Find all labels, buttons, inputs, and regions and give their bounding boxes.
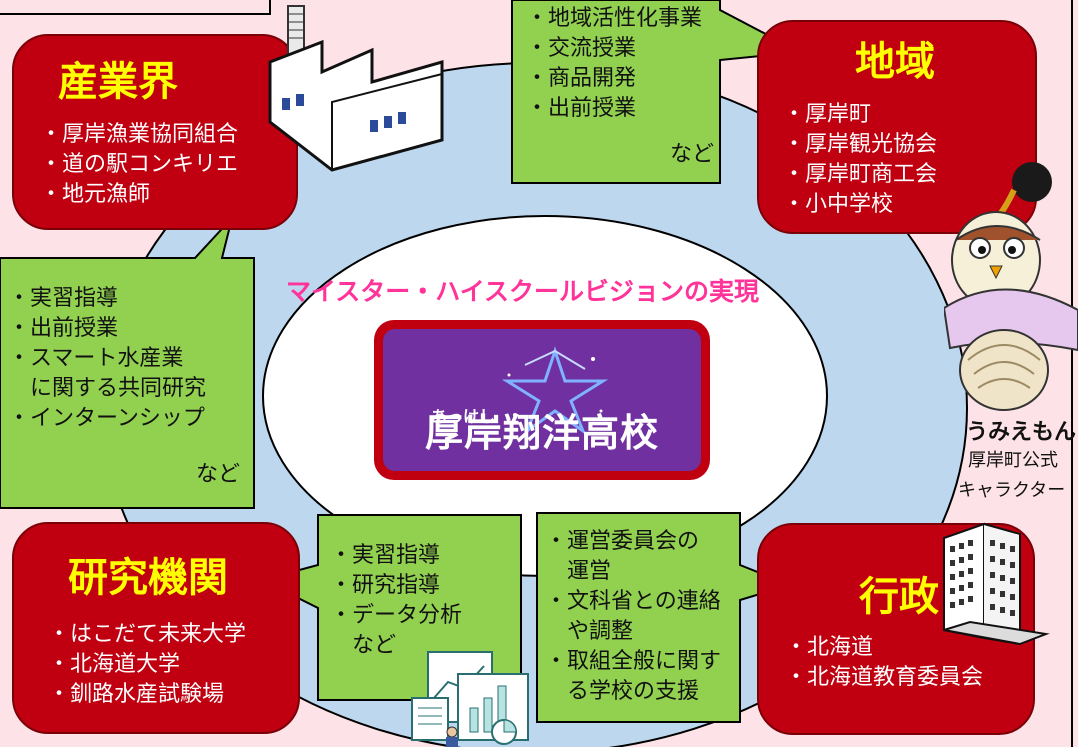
callout-research-item: ・研究指導 bbox=[330, 573, 441, 598]
industry-item: ・厚岸漁業協同組合 bbox=[40, 122, 239, 147]
vision-text: マイスター・ハイスクールビジョンの実現 bbox=[286, 277, 760, 306]
callout-region-etc: など bbox=[670, 142, 715, 167]
region-item: ・厚岸観光協会 bbox=[783, 132, 938, 157]
mascot-name: うみえもん bbox=[966, 420, 1077, 445]
callout-research: ・実習指導 ・研究指導 ・データ分析 など bbox=[318, 515, 521, 700]
callout-government-item: や調整 bbox=[545, 619, 634, 644]
research-item: ・北海道大学 bbox=[48, 652, 181, 677]
research-title: 研究機関 bbox=[68, 555, 228, 601]
region-item: ・厚岸町 bbox=[783, 102, 872, 127]
callout-industry-shape bbox=[0, 217, 255, 509]
school-box: あっけし 厚岸翔洋高校 bbox=[374, 320, 710, 480]
callout-industry-item: ・インターンシップ bbox=[8, 406, 205, 431]
research-item: ・はこだて未来大学 bbox=[48, 622, 247, 647]
government-title: 行政 bbox=[859, 574, 939, 620]
callout-government: ・運営委員会の 運営 ・文科省との連絡 や調整 ・取組全般に関す る学校の支援 bbox=[537, 513, 740, 722]
industry-item: ・地元漁師 bbox=[40, 182, 151, 207]
office-building-icon bbox=[943, 522, 1050, 646]
callout-research-item: ・実習指導 bbox=[330, 543, 441, 568]
callout-region-item: ・商品開発 bbox=[526, 66, 637, 91]
callout-research-item: ・データ分析 bbox=[330, 603, 463, 628]
callout-region-item: ・地域活性化事業 bbox=[526, 6, 703, 31]
callout-government-item: 運営 bbox=[545, 559, 612, 584]
government-item: ・北海道教育委員会 bbox=[785, 665, 984, 690]
industry-title: 産業界 bbox=[58, 59, 178, 105]
callout-government-item: ・取組全般に関す bbox=[545, 649, 722, 674]
callout-government-item: ・文科省との連絡 bbox=[545, 589, 721, 614]
region-item: ・厚岸町商工会 bbox=[783, 162, 938, 187]
government-item: ・北海道 bbox=[785, 635, 874, 660]
factory-icon bbox=[268, 5, 444, 172]
callout-industry-item: ・出前授業 bbox=[8, 316, 119, 341]
callout-research-item: など bbox=[330, 633, 397, 658]
region-item: ・小中学校 bbox=[783, 192, 894, 217]
mascot-illustration bbox=[944, 162, 1078, 411]
school-small-label: あっけし bbox=[431, 407, 496, 426]
callout-region-item: ・出前授業 bbox=[526, 96, 637, 121]
data-analysis-icon bbox=[411, 651, 529, 747]
industry-item: ・道の駅コンキリエ bbox=[40, 152, 239, 177]
research-box: 研究機関 ・はこだて未来大学 ・北海道大学 ・釧路水産試験場 bbox=[12, 522, 300, 734]
callout-industry: ・実習指導 ・出前授業 ・スマート水産業 に関する共同研究 ・インターンシップ … bbox=[0, 258, 254, 508]
callout-region-item: ・交流授業 bbox=[526, 36, 637, 61]
callout-government-item: る学校の支援 bbox=[545, 679, 700, 704]
callout-government-item: ・運営委員会の bbox=[545, 529, 700, 554]
industry-box: 産業界 ・厚岸漁業協同組合 ・道の駅コンキリエ ・地元漁師 bbox=[12, 34, 298, 230]
region-box: 地域 ・厚岸町 ・厚岸観光協会 ・厚岸町商工会 ・小中学校 bbox=[757, 20, 1037, 234]
callout-industry-item: ・実習指導 bbox=[8, 286, 119, 311]
callout-region: ・地域活性化事業 ・交流授業 ・商品開発 ・出前授業 など bbox=[512, 0, 720, 183]
frame-corner bbox=[0, 0, 271, 15]
callout-industry-item: ・スマート水産業 bbox=[8, 346, 184, 371]
mascot-subtitle: 厚岸町公式 bbox=[968, 450, 1058, 471]
mascot-subtitle: キャラクター bbox=[958, 480, 1066, 501]
callout-industry-etc: など bbox=[196, 462, 241, 487]
star-logo-icon bbox=[501, 346, 609, 435]
research-item: ・釧路水産試験場 bbox=[48, 682, 225, 707]
callout-industry-item: に関する共同研究 bbox=[8, 376, 207, 401]
school-name: 厚岸翔洋高校 bbox=[424, 411, 659, 455]
region-title: 地域 bbox=[855, 39, 935, 85]
